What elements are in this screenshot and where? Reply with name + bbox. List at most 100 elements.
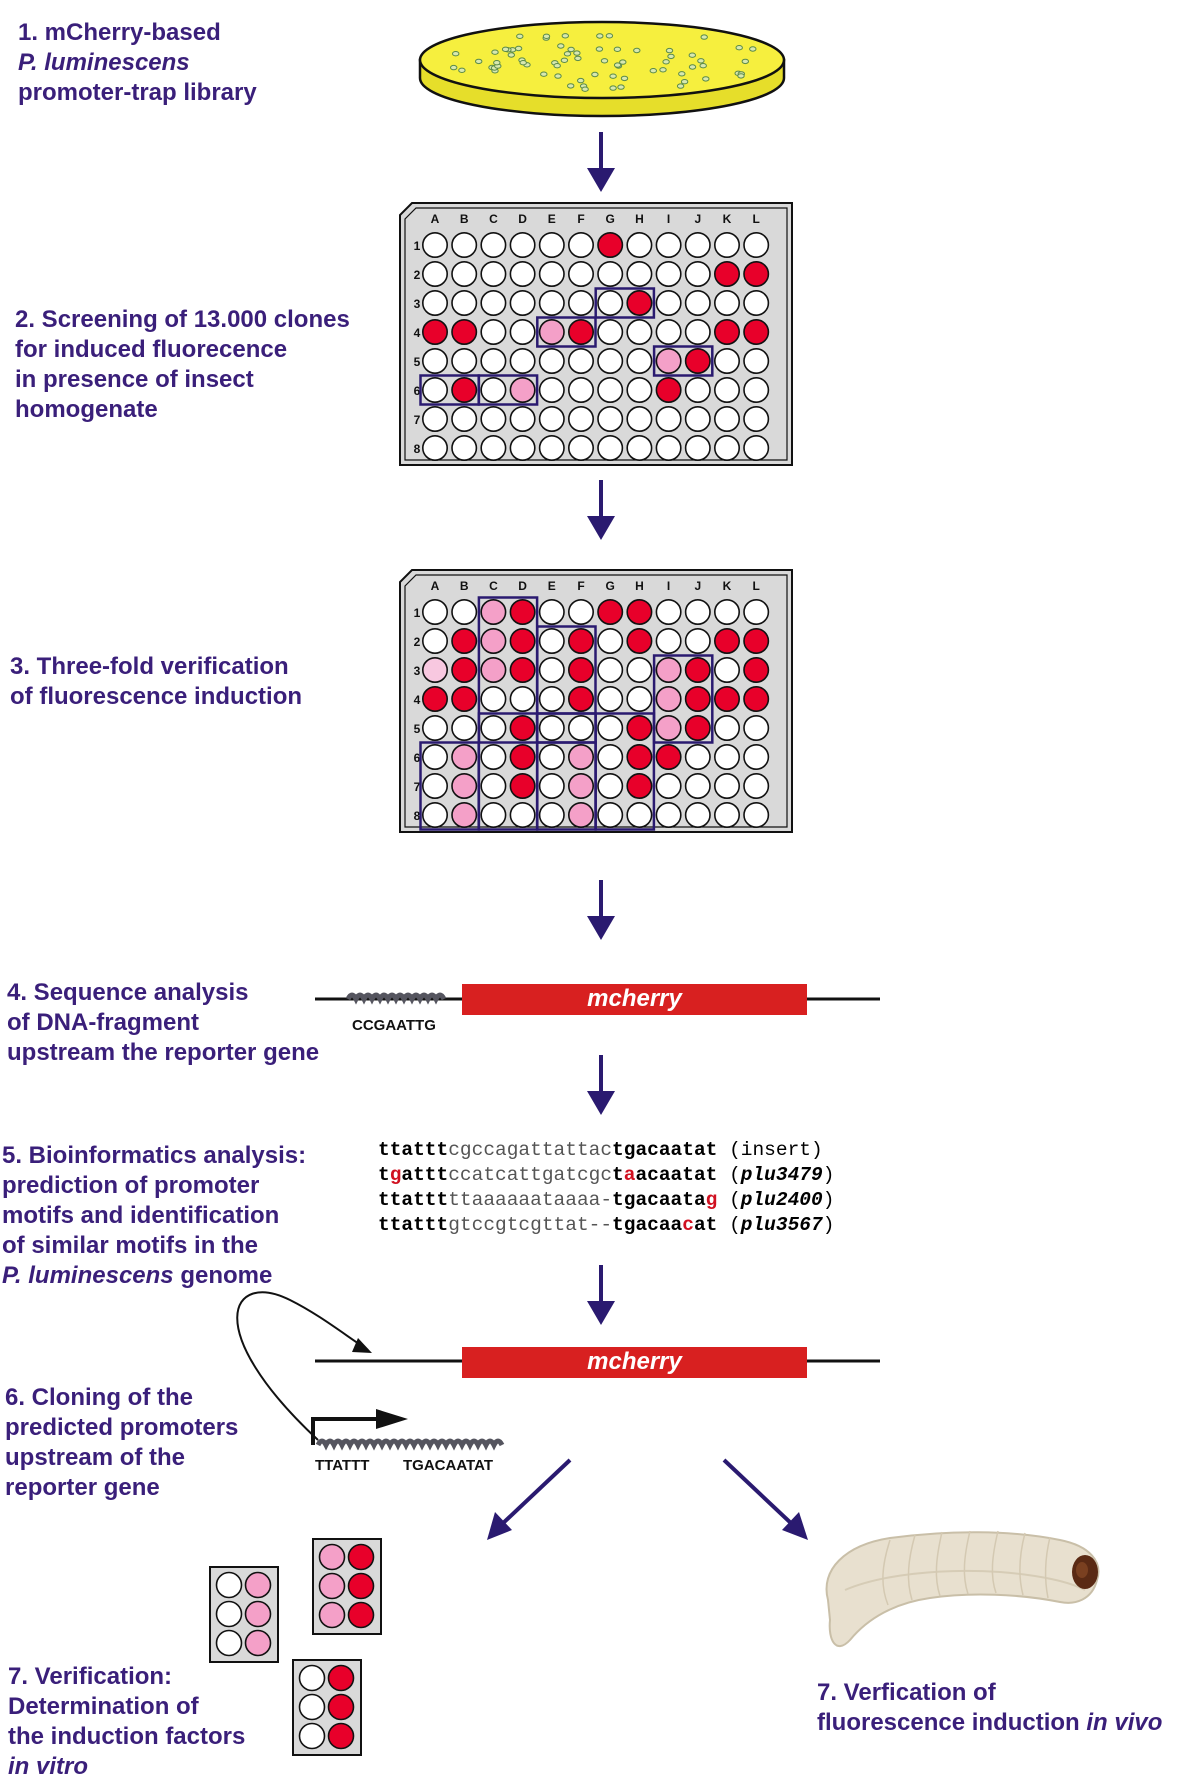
plate-well: [597, 627, 624, 654]
plate-well: [451, 714, 478, 741]
plate-well: [626, 714, 653, 741]
plate-well: [626, 801, 653, 828]
plate-well: [626, 232, 653, 259]
plate-well: [684, 289, 711, 316]
plate-well: [713, 376, 740, 403]
plate-well: [567, 685, 594, 712]
plate-well: [509, 289, 536, 316]
colony: [699, 62, 707, 69]
colony: [573, 50, 581, 56]
plate-well: [567, 347, 594, 374]
highlight-box: [536, 741, 597, 831]
plate-well: [567, 318, 594, 345]
plate-column-label: H: [635, 212, 644, 226]
insect-larva: [825, 1530, 1100, 1648]
plate-well: [509, 685, 536, 712]
plate-well: [626, 685, 653, 712]
plate-column-label: G: [606, 212, 615, 226]
plate-well: [480, 289, 507, 316]
plate-well: [655, 347, 682, 374]
colony: [542, 33, 551, 39]
plate-well: [597, 232, 624, 259]
plate-well: [567, 714, 594, 741]
colony: [567, 46, 575, 53]
mini-plate-well: [327, 1722, 355, 1750]
colony: [702, 76, 710, 82]
plate-well: [655, 289, 682, 316]
plate-well: [743, 685, 770, 712]
plate-well: [538, 376, 565, 403]
plate-well: [421, 714, 448, 741]
plate-well: [655, 743, 682, 770]
highlight-box: [594, 287, 656, 319]
plate-row-label: 6: [414, 751, 421, 765]
mini-plate-well: [244, 1629, 272, 1657]
colony: [519, 60, 527, 66]
highlight-box: [652, 345, 714, 377]
plate-well: [567, 376, 594, 403]
flow-arrows: [587, 132, 615, 1325]
mini-plate-well: [298, 1693, 326, 1721]
colony: [665, 47, 674, 54]
plate-well: [480, 801, 507, 828]
colony: [741, 58, 749, 65]
plate-column-label: B: [460, 212, 469, 226]
plate-well: [538, 801, 565, 828]
colony: [609, 73, 617, 79]
plate-well: [538, 685, 565, 712]
colony: [688, 52, 696, 58]
colony: [617, 84, 625, 90]
promoter-minus35-label: TTATTT: [315, 1457, 370, 1474]
plate-well: [509, 405, 536, 432]
plate-well: [713, 598, 740, 625]
plate-well: [421, 347, 448, 374]
plate-well: [421, 801, 448, 828]
plate-well: [684, 232, 711, 259]
branch-arrows: [487, 1458, 808, 1540]
mini-plate-well: [347, 1572, 375, 1600]
mini-plate-well: [215, 1600, 243, 1628]
colony: [688, 64, 697, 70]
plate-well: [509, 627, 536, 654]
plate-well: [655, 656, 682, 683]
plate-well: [743, 434, 770, 461]
plate-well: [567, 801, 594, 828]
colony: [680, 79, 689, 85]
plate-well: [655, 260, 682, 287]
plate-well: [509, 743, 536, 770]
plate-well: [713, 405, 740, 432]
alignment-row: ttatttcgccagattattactgacaatat (insert): [378, 1139, 823, 1161]
plate-column-label: L: [753, 579, 760, 593]
colony: [735, 45, 743, 51]
plate-well: [538, 434, 565, 461]
plate-well: [538, 347, 565, 374]
plate-column-label: F: [577, 579, 584, 593]
colony: [557, 43, 565, 49]
plate-well: [480, 598, 507, 625]
colony: [676, 83, 685, 89]
plate-well: [597, 772, 624, 799]
plate-well: [684, 714, 711, 741]
plate-well: [421, 405, 448, 432]
plate-well: [684, 627, 711, 654]
colony: [493, 60, 501, 66]
colony: [697, 58, 705, 64]
mcherry-gene-label-1: mcherry: [587, 985, 682, 1012]
plate-row-label: 2: [414, 635, 421, 649]
plate-well: [538, 772, 565, 799]
plate-well: [743, 347, 770, 374]
plate-well: [655, 598, 682, 625]
plate-well: [655, 232, 682, 259]
plate-well: [480, 627, 507, 654]
plate-well: [655, 434, 682, 461]
plate-well: [509, 656, 536, 683]
plate-well: [538, 598, 565, 625]
down-arrow-head: [587, 1301, 615, 1325]
plate-well: [451, 260, 478, 287]
plate-well: [597, 434, 624, 461]
plate-well: [684, 318, 711, 345]
step-1-label: 1. mCherry-based P. luminescens promoter…: [18, 19, 257, 106]
plate-well: [538, 318, 565, 345]
plate-well: [480, 772, 507, 799]
